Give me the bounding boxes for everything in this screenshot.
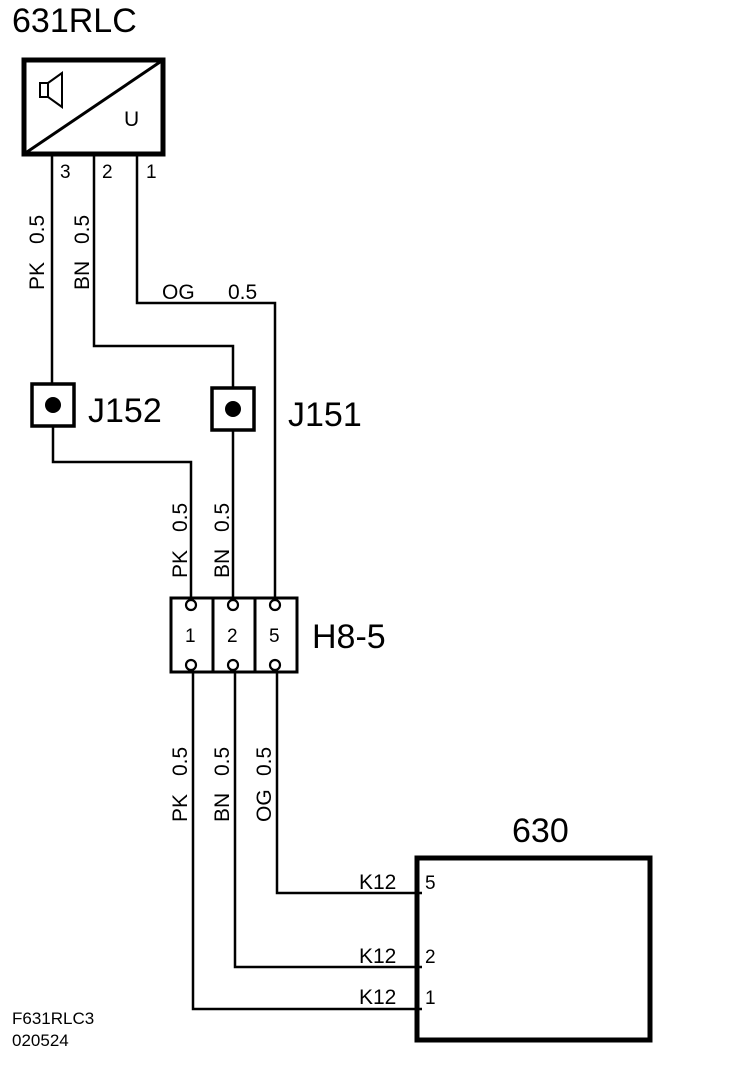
svg-text:1: 1 <box>425 988 436 1009</box>
splice-j152 <box>30 382 76 428</box>
svg-text:PK: PK <box>169 550 192 578</box>
svg-text:BN: BN <box>71 261 94 290</box>
wire-bn-upper-label: BN 0.5 <box>71 215 94 290</box>
svg-text:K12: K12 <box>359 871 396 894</box>
module-631-pin-2: 2 <box>102 162 113 183</box>
svg-text:0.5: 0.5 <box>169 747 192 776</box>
svg-text:OG: OG <box>253 789 276 822</box>
wire-og-lower-label: OG 0.5 <box>253 747 276 822</box>
svg-text:OG: OG <box>162 281 195 304</box>
module-630-box <box>414 855 653 1043</box>
connector-h8 <box>169 596 299 674</box>
svg-text:0.5: 0.5 <box>71 215 94 244</box>
wire-pk-lower <box>191 672 422 1011</box>
connector-h8-pin-5: 5 <box>269 626 280 647</box>
connector-h8-label: H8-5 <box>312 618 386 656</box>
splice-j151-label: J151 <box>288 396 362 434</box>
wire-bn-upper <box>92 154 235 390</box>
splice-j151 <box>210 386 256 432</box>
wire-pk-lower-label: PK 0.5 <box>169 747 192 822</box>
splice-j152-label: J152 <box>88 392 162 430</box>
module-631-symbol-text: U <box>124 108 139 131</box>
svg-text:0.5: 0.5 <box>169 503 192 532</box>
svg-text:PK: PK <box>26 262 49 290</box>
svg-text:0.5: 0.5 <box>211 747 234 776</box>
wire-bn-mid-label: BN 0.5 <box>211 503 234 578</box>
module-631-label: 631RLC <box>12 2 137 40</box>
svg-text:BN: BN <box>211 549 234 578</box>
module-631-pin-1: 1 <box>146 162 157 183</box>
svg-text:0.5: 0.5 <box>253 747 276 776</box>
wire-pk-mid <box>51 426 193 598</box>
wire-bn-lower-label: BN 0.5 <box>211 747 234 822</box>
wire-og-upper-label: OG 0.5 <box>162 281 257 304</box>
svg-text:5: 5 <box>425 873 436 894</box>
svg-text:PK: PK <box>169 794 192 822</box>
module-630-connection-5: K12 5 <box>359 871 436 894</box>
connector-h8-pin-2: 2 <box>227 626 238 647</box>
module-630-connection-1: K12 1 <box>359 986 436 1009</box>
speaker-icon <box>39 71 63 109</box>
svg-text:2: 2 <box>425 947 436 968</box>
wire-og-upper <box>135 154 277 598</box>
wire-og-lower <box>275 672 422 895</box>
module-630-connection-2: K12 2 <box>359 945 436 968</box>
svg-text:BN: BN <box>211 793 234 822</box>
svg-text:K12: K12 <box>359 945 396 968</box>
svg-text:0.5: 0.5 <box>211 503 234 532</box>
svg-text:0.5: 0.5 <box>26 215 49 244</box>
wire-pk-mid-label: PK 0.5 <box>169 503 192 578</box>
module-631-box: U <box>21 57 166 157</box>
connector-h8-pin-1: 1 <box>185 626 196 647</box>
wire-pk-upper-label: PK 0.5 <box>26 215 49 290</box>
footer-code: F631RLC3 <box>12 1009 94 1028</box>
svg-text:0.5: 0.5 <box>228 281 257 304</box>
svg-text:K12: K12 <box>359 986 396 1009</box>
wire-bn-lower <box>233 672 422 969</box>
footer-date: 020524 <box>12 1031 69 1050</box>
module-631-pin-3: 3 <box>60 162 71 183</box>
module-630-label: 630 <box>512 812 569 850</box>
